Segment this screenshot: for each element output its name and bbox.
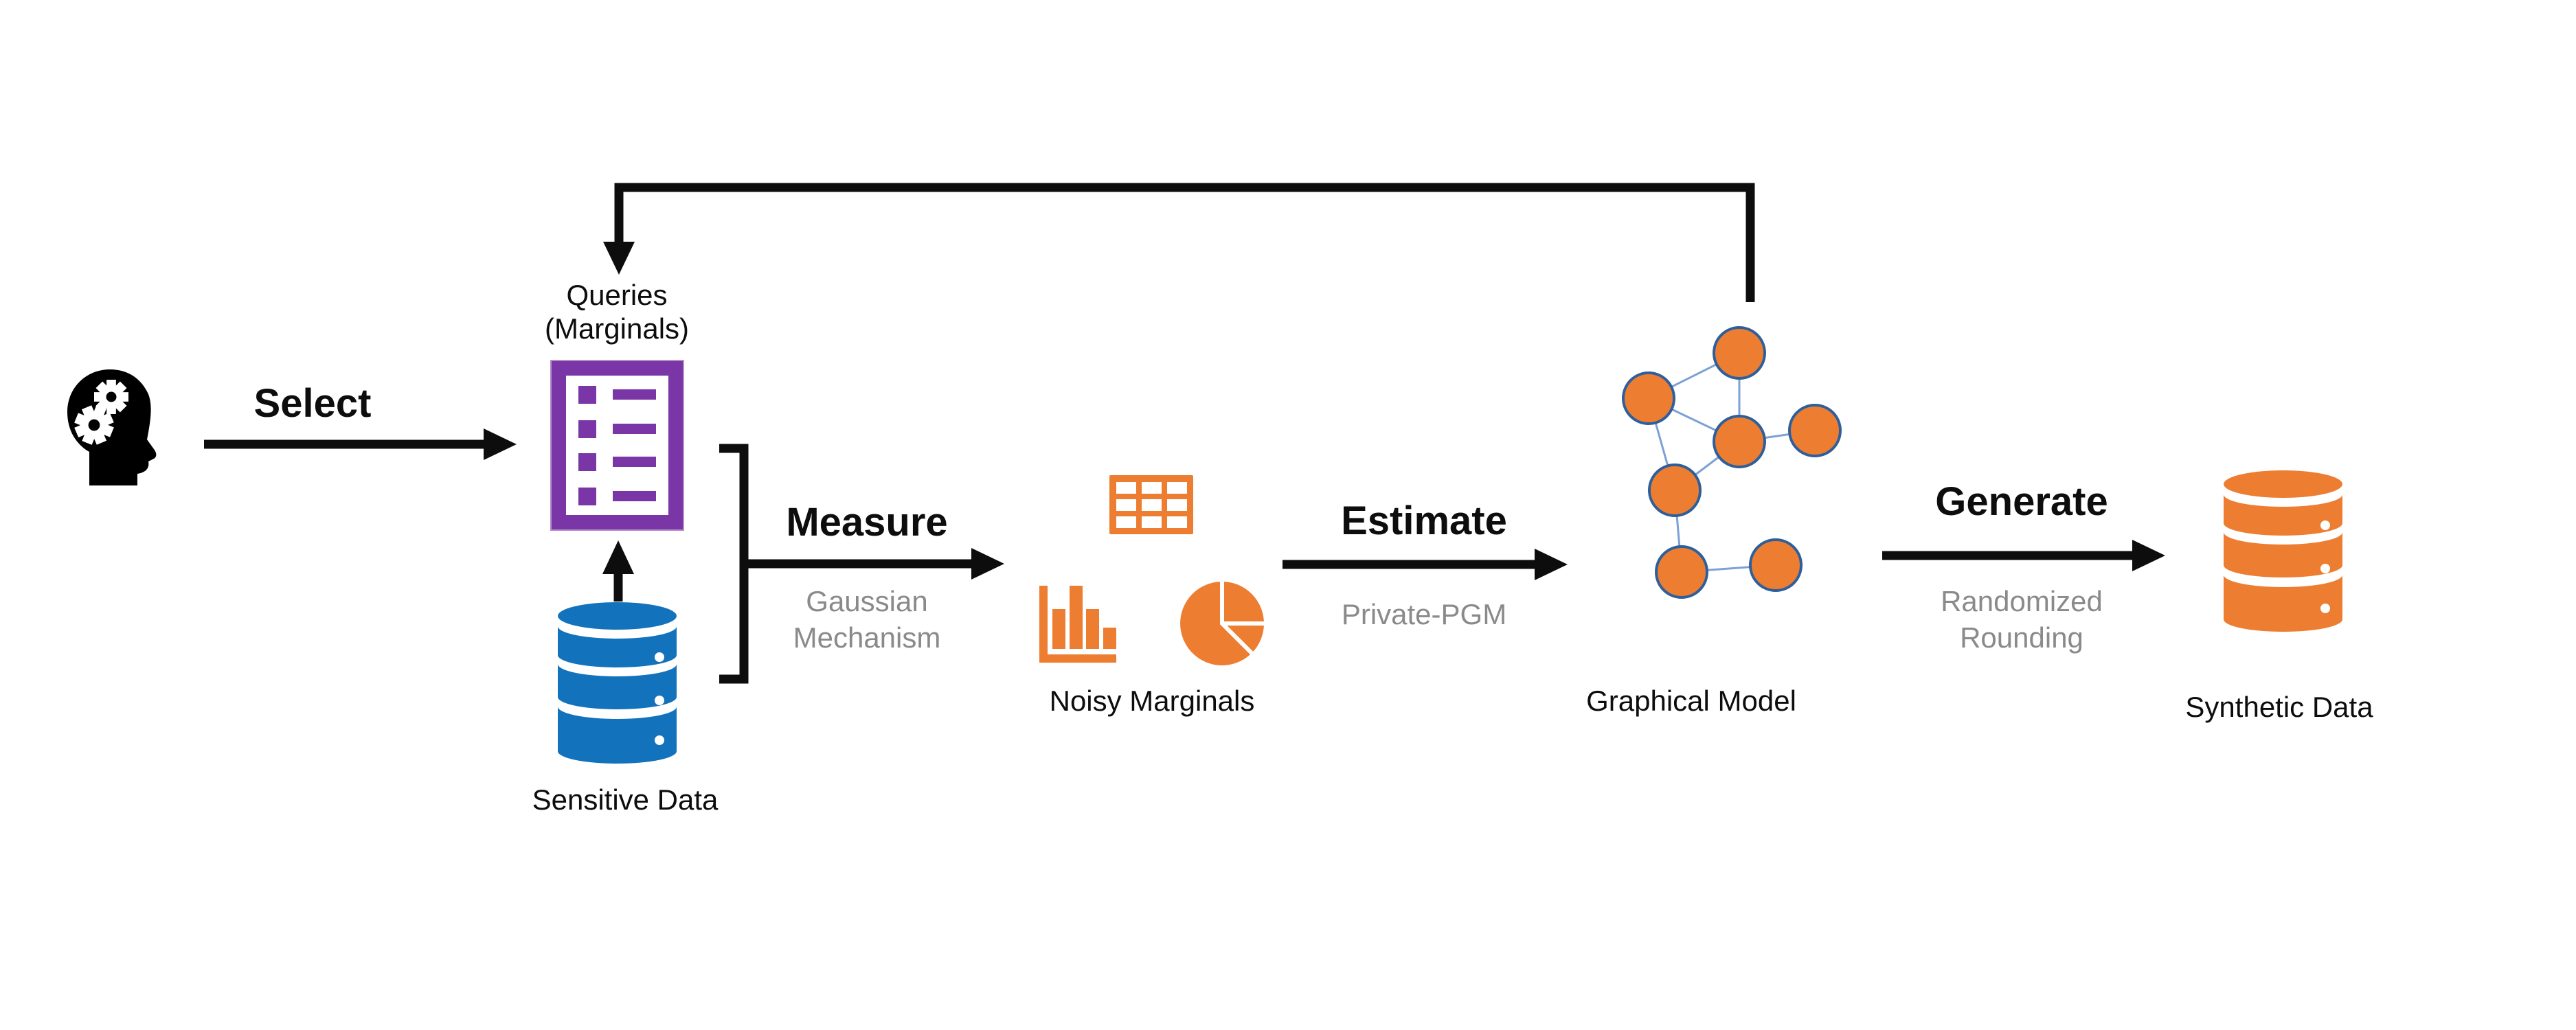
pie-chart-icon bbox=[1176, 577, 1269, 670]
noisy-marginals-node-label: Noisy Marginals bbox=[1049, 685, 1255, 717]
checklist-icon bbox=[550, 360, 684, 531]
select-step-label: Select bbox=[253, 381, 372, 426]
generate-step-label: Generate bbox=[1935, 479, 2108, 524]
generate-arrow bbox=[1882, 540, 2165, 571]
table-icon bbox=[1109, 475, 1193, 534]
graphical-model-node-label: Graphical Model bbox=[1586, 685, 1796, 717]
synthetic-data-node-label: Synthetic Data bbox=[2185, 691, 2373, 723]
generate-step-sublabel: Randomized Rounding bbox=[1941, 585, 2103, 654]
measure-step-label: Measure bbox=[786, 500, 948, 545]
bar-chart-icon bbox=[1039, 586, 1116, 663]
measure-step-sublabel: Gaussian Mechanism bbox=[793, 585, 941, 654]
queries-node-label-line2: (Marginals) bbox=[544, 312, 690, 345]
head-gears-icon bbox=[67, 369, 157, 485]
sensitive-data-node-label: Sensitive Data bbox=[532, 783, 719, 816]
group-bracket bbox=[719, 444, 749, 684]
measure-arrow bbox=[744, 548, 1004, 580]
queries-node-label-line1: Queries bbox=[566, 279, 668, 311]
estimate-step-sublabel: Private-PGM bbox=[1341, 598, 1507, 630]
database-icon-synthetic bbox=[2224, 470, 2342, 632]
estimate-step-label: Estimate bbox=[1341, 499, 1507, 543]
estimate-arrow bbox=[1283, 549, 1568, 580]
select-arrow bbox=[204, 428, 517, 460]
data-to-queries-arrow bbox=[602, 540, 634, 602]
feedback-loop-arrow bbox=[603, 183, 1755, 302]
queries-node-label: Queries (Marginals) bbox=[545, 278, 689, 345]
database-icon-sensitive bbox=[558, 602, 677, 764]
network-graph-icon bbox=[1622, 326, 1842, 599]
